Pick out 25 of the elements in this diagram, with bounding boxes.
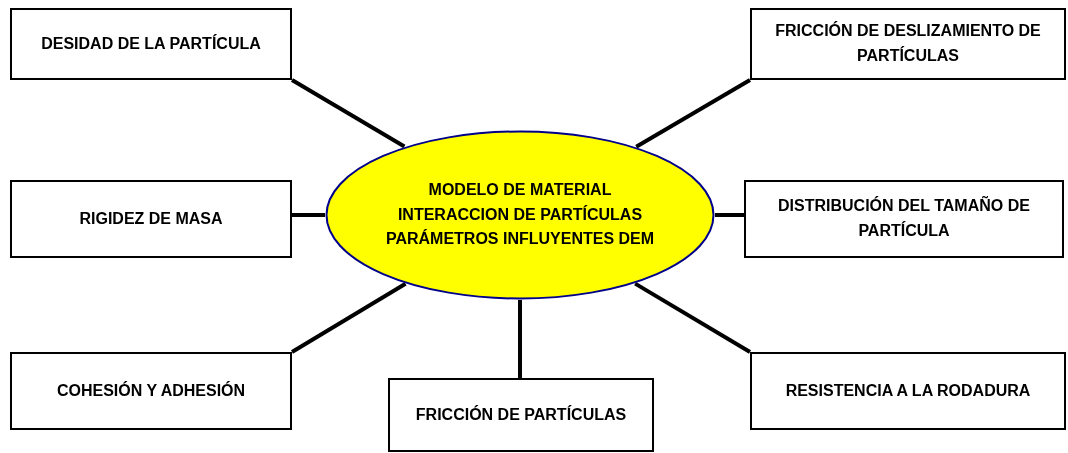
node-text: FRICCIÓN DE DESLIZAMIENTO DE PARTÍCULAS <box>774 20 1042 66</box>
node-text: PARÁMETROS INFLUYENTES DEM <box>385 228 655 250</box>
text-box <box>388 378 654 452</box>
connector-line <box>290 282 407 354</box>
text-box <box>10 8 292 80</box>
connector-line <box>291 78 406 149</box>
node-text: COHESIÓN Y ADHESIÓN <box>56 380 246 401</box>
ellipse-node <box>325 130 715 300</box>
node-text: RESISTENCIA A LA RODADURA <box>785 380 1031 401</box>
node-text: RIGIDEZ DE MASA <box>79 208 223 229</box>
text-box <box>750 8 1066 80</box>
text-box <box>10 180 292 258</box>
text-box <box>744 180 1064 258</box>
node-text: DISTRIBUCIÓN DEL TAMAÑO DE PARTÍCULA <box>777 195 1031 241</box>
connector-line <box>715 213 744 217</box>
node-text: DESIDAD DE LA PARTÍCULA <box>41 33 261 54</box>
text-box <box>10 352 292 430</box>
node-text: MODELO DE MATERIAL <box>428 179 612 200</box>
node-text: INTERACCION DE PARTÍCULAS <box>397 204 643 225</box>
connector-line <box>518 300 522 378</box>
connector-line <box>635 78 751 149</box>
connector-line <box>292 213 325 217</box>
node-text: FRICCIÓN DE PARTÍCULAS <box>415 404 627 425</box>
text-box <box>750 352 1066 430</box>
connector-line <box>634 281 752 354</box>
